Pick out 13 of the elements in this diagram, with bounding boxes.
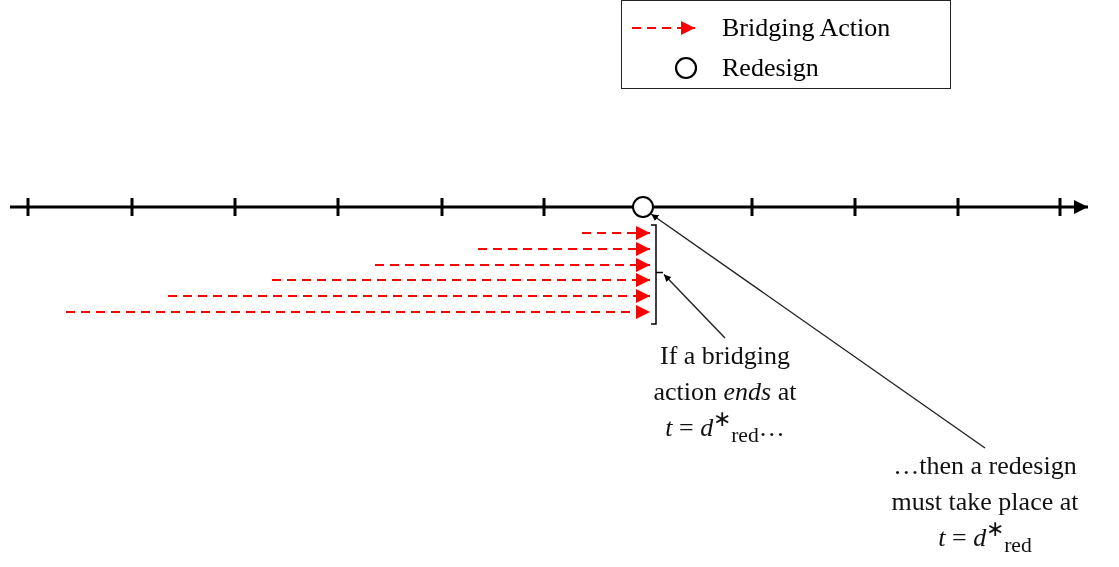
leader-line	[663, 273, 726, 339]
bracket	[650, 224, 664, 325]
dashed-arrow	[478, 242, 650, 256]
redesign-circle	[632, 196, 654, 218]
annotation-text: If a bridging action ends at t = d$^{∗}$$_{red}$…	[650, 338, 800, 448]
legend-label: Redesign	[722, 53, 819, 83]
dashed-arrow	[272, 273, 650, 287]
leader-line	[650, 213, 986, 449]
dashed-arrow	[66, 305, 650, 319]
dashed-arrow	[375, 258, 650, 272]
dashed-arrow	[582, 226, 650, 240]
dashed-arrow	[168, 289, 650, 303]
legend-label: Bridging Action	[722, 13, 891, 43]
